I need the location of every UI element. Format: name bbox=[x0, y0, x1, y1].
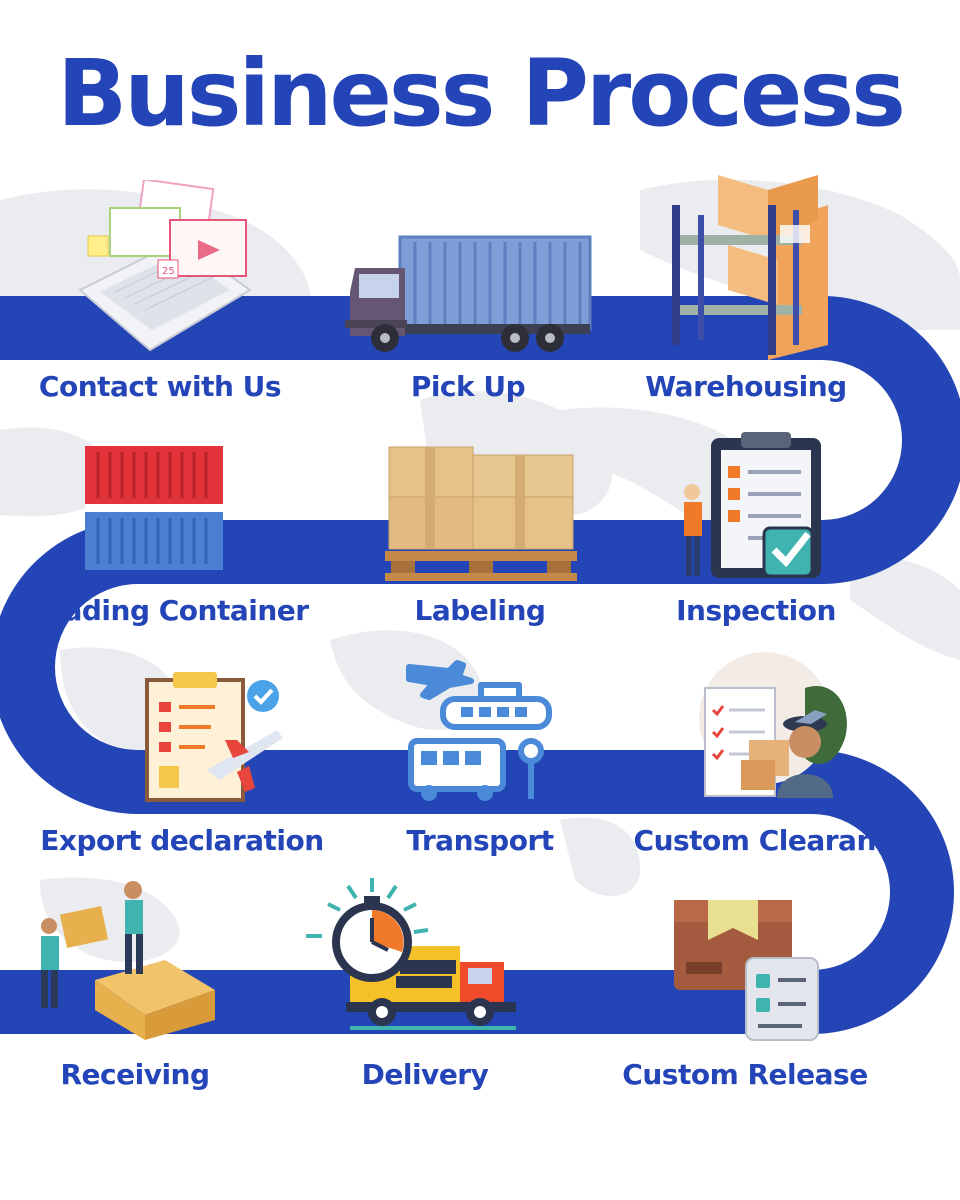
step-label-custom-clearance: Custom Clearance bbox=[633, 824, 911, 857]
shipping-container-icon bbox=[83, 444, 225, 572]
page-title: Business Process bbox=[57, 40, 906, 147]
released-package-icon bbox=[672, 892, 822, 1042]
pallet-boxes-icon bbox=[383, 443, 579, 583]
step-label-export-declaration: Export declaration bbox=[40, 824, 324, 857]
export-document-icon bbox=[145, 668, 285, 803]
step-label-labeling: Labeling bbox=[414, 594, 546, 627]
step-label-receiving: Receiving bbox=[60, 1058, 210, 1091]
container-truck-icon bbox=[345, 232, 595, 357]
process-road-path bbox=[0, 296, 960, 1034]
warehouse-shelf-icon bbox=[668, 165, 838, 360]
step-label-inspection: Inspection bbox=[676, 594, 836, 627]
step-label-loading-container: Loading Container bbox=[27, 594, 309, 627]
step-label-warehousing: Warehousing bbox=[645, 370, 847, 403]
laptop-icon: 25 bbox=[70, 180, 260, 360]
checklist-clipboard-icon bbox=[676, 430, 826, 585]
customs-officer-icon bbox=[695, 648, 855, 803]
workers-boxes-icon bbox=[35, 870, 220, 1040]
step-label-custom-release: Custom Release bbox=[622, 1058, 868, 1091]
multimodal-transport-icon bbox=[405, 655, 555, 803]
step-label-transport: Transport bbox=[406, 824, 554, 857]
step-label-delivery: Delivery bbox=[361, 1058, 489, 1091]
svg-text:25: 25 bbox=[162, 266, 175, 277]
express-delivery-truck-icon bbox=[300, 870, 520, 1035]
step-label-pick-up: Pick Up bbox=[410, 370, 526, 403]
step-label-contact-with-us: Contact with Us bbox=[38, 370, 282, 403]
